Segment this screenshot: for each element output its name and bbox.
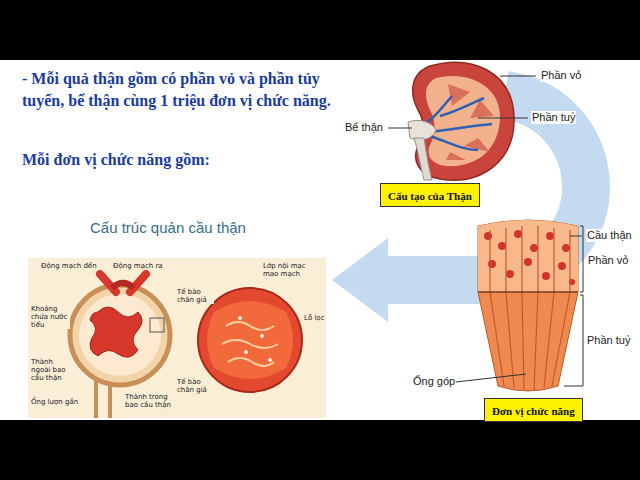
caption-box: Cấu tạo của Thận [380, 183, 480, 207]
part-label: Lớp nội mạc mao mạch [262, 262, 317, 278]
part-label: Bể thận [344, 121, 384, 134]
part-label: Phần tuỷ [531, 111, 576, 124]
leader-line [388, 128, 412, 129]
slide-ground [0, 60, 640, 420]
leader-line [456, 374, 526, 382]
caption-box: Đơn vị chức năng [484, 398, 583, 422]
part-label: Động mạch đến [40, 262, 98, 270]
figure-heading: Cấu trúc quản cầu thận [90, 219, 246, 236]
part-label: Phần tuỷ [586, 334, 631, 347]
part-label: Tế bào chân giả [176, 288, 214, 304]
kidney-figure [408, 62, 514, 180]
part-label: Phần vỏ [540, 69, 582, 82]
part-label: Phần vỏ [587, 254, 629, 267]
body-text: - Mỗi quả thận gồm có phần vỏ và phần tủ… [22, 68, 340, 112]
leader-line [570, 236, 582, 237]
bracket [564, 295, 583, 386]
part-label: Ống lượn gần [30, 398, 79, 406]
glomerulus-figure [28, 258, 326, 418]
part-label: Thành ngoài bao cầu thận [30, 358, 70, 382]
part-label: Cầu thận [586, 229, 633, 242]
part-label: Tế bào chân giả [176, 378, 214, 394]
part-label: Khoảng chứa nước tiểu [30, 305, 70, 329]
leader-line [500, 76, 536, 77]
body-text: Mỗi đơn vị chức năng gồm: [22, 150, 210, 170]
part-label: Thành trong bao cầu thận [124, 393, 172, 409]
caption-text: Đơn vị chức năng [492, 405, 575, 417]
part-label: Động mạch ra [112, 262, 164, 270]
caption-text: Cấu tạo của Thận [388, 190, 472, 202]
curved-arrow [332, 95, 586, 322]
bracket [580, 226, 583, 292]
part-label: Lỗ lọc [303, 314, 325, 322]
part-label: Ống góp [412, 375, 456, 388]
leader-line [478, 118, 528, 119]
nephron-figure [478, 220, 578, 391]
